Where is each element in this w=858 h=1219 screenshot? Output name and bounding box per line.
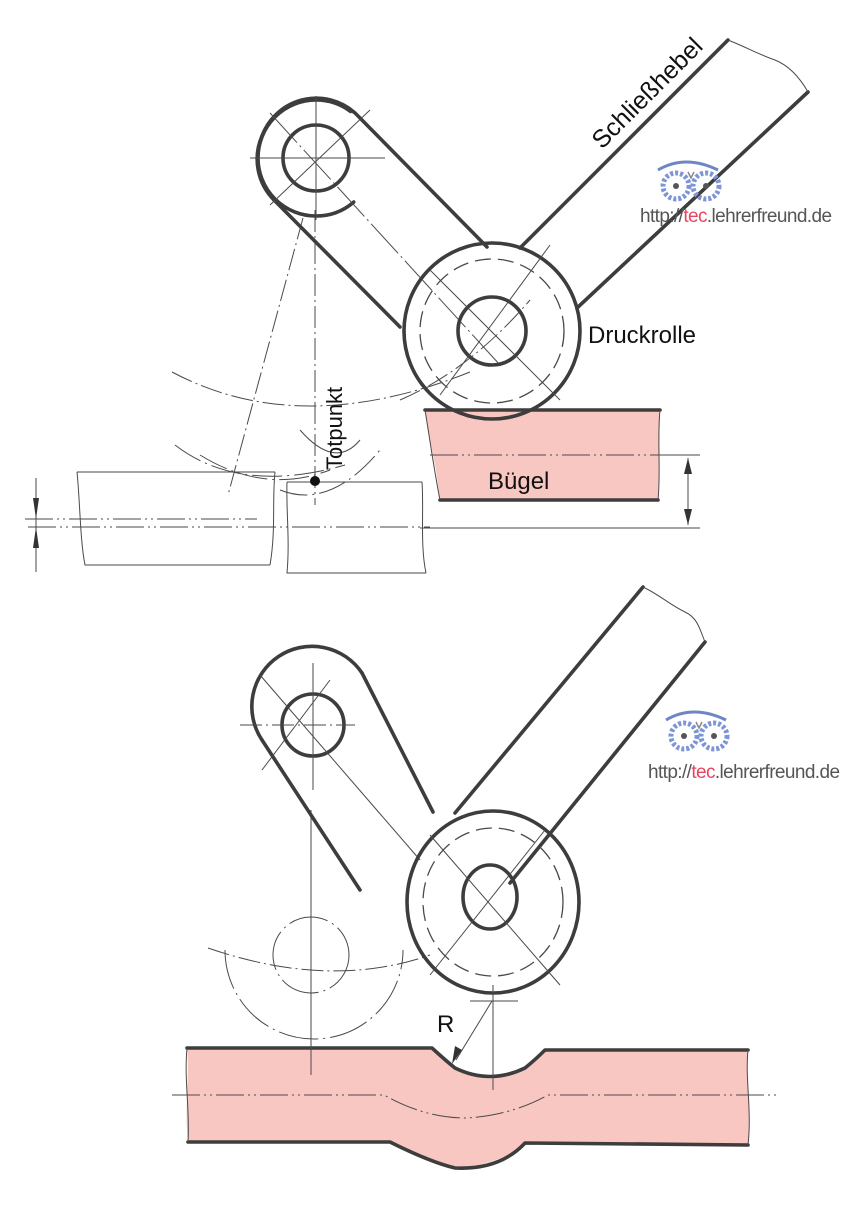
top-view: Totpunkt Schließhebel bbox=[25, 32, 832, 574]
roller-lower bbox=[405, 809, 581, 1090]
dead-center-point bbox=[310, 476, 320, 486]
label-buegel: Bügel bbox=[488, 468, 549, 495]
lever-lower bbox=[453, 585, 707, 885]
workpiece-buegel bbox=[423, 408, 698, 502]
watermark-url: http://tec.lehrerfreund.de bbox=[648, 762, 839, 783]
link-rod-lower bbox=[240, 644, 435, 892]
label-radius: R bbox=[437, 1011, 454, 1038]
dimension-radius bbox=[452, 1000, 518, 1064]
watermark-url: http://tec.lehrerfreund.de bbox=[640, 206, 831, 227]
label-schliesshebel: Schließhebel bbox=[586, 32, 708, 154]
roller-druckrolle bbox=[399, 241, 582, 421]
owl-gears-icon bbox=[665, 710, 730, 752]
dimension-height bbox=[420, 454, 700, 529]
label-druckrolle: Druckrolle bbox=[588, 322, 696, 349]
reference-bars bbox=[25, 471, 430, 574]
construction-ghost bbox=[207, 810, 431, 1075]
watermark-top: http://tec.lehrerfreund.de bbox=[640, 160, 832, 227]
lever-schliesshebel bbox=[518, 38, 810, 310]
link-rod bbox=[250, 96, 501, 366]
label-totpunkt: Totpunkt bbox=[322, 387, 347, 470]
watermark-bottom: http://tec.lehrerfreund.de bbox=[648, 710, 840, 783]
workpiece-deformed bbox=[172, 1046, 780, 1170]
bottom-view: R http://tec.lehrerfreund.de bbox=[172, 585, 840, 1170]
owl-gears-icon bbox=[657, 160, 722, 202]
